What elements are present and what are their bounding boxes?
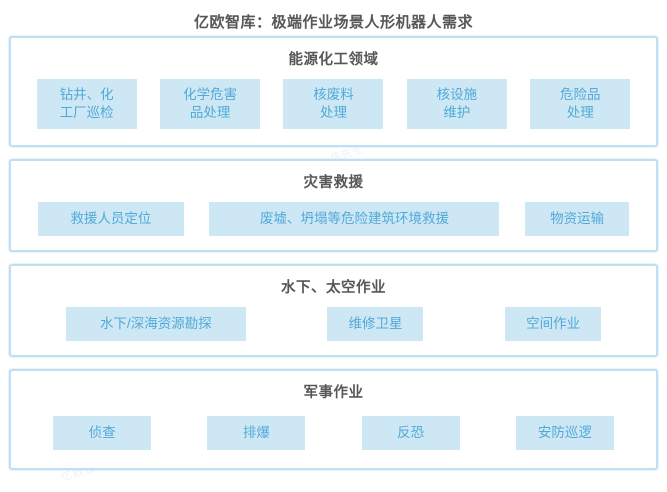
section-items-energy: 钻井、化 工厂巡检 化学危害 品处理 核废料 处理 核设施 维护 危险品 处理 — [11, 71, 656, 145]
item-chip[interactable]: 化学危害 品处理 — [160, 79, 261, 129]
item-chip[interactable]: 水下/深海资源勘探 — [65, 307, 246, 341]
section-title-military: 军事作业 — [303, 385, 364, 401]
diagram-board: 能源化工领域 钻井、化 工厂巡检 化学危害 品处理 核废料 处理 核设施 维护 … — [0, 36, 667, 482]
item-chip[interactable]: 维修卫星 — [327, 307, 424, 341]
item-chip[interactable]: 空间作业 — [505, 307, 602, 341]
section-title-space: 水下、太空作业 — [281, 280, 386, 296]
item-chip[interactable]: 救援人员定位 — [37, 202, 184, 236]
item-chip[interactable]: 核设施 维护 — [406, 79, 507, 129]
item-chip[interactable]: 钻井、化 工厂巡检 — [36, 79, 137, 129]
section-title-energy: 能源化工领域 — [288, 52, 379, 68]
item-chip[interactable]: 排爆 — [207, 416, 306, 450]
item-chip[interactable]: 侦查 — [53, 416, 152, 450]
item-chip[interactable]: 反恐 — [361, 416, 460, 450]
section-items-space: 水下/深海资源勘探 维修卫星 空间作业 — [11, 299, 656, 355]
section-title-disaster: 灾害救援 — [303, 175, 364, 191]
section-items-disaster: 救援人员定位 废墟、坍塌等危险建筑环境救援 物资运输 — [11, 194, 656, 250]
section-card-disaster: 灾害救援 救援人员定位 废墟、坍塌等危险建筑环境救援 物资运输 — [9, 159, 658, 252]
item-chip[interactable]: 废墟、坍塌等危险建筑环境救援 — [209, 202, 500, 236]
section-items-military: 侦查 排爆 反恐 安防巡逻 — [11, 404, 656, 468]
section-card-military: 军事作业 侦查 排爆 反恐 安防巡逻 — [9, 369, 658, 470]
section-card-energy: 能源化工领域 钻井、化 工厂巡检 化学危害 品处理 核废料 处理 核设施 维护 … — [9, 36, 658, 147]
item-chip[interactable]: 核废料 处理 — [283, 79, 384, 129]
item-chip[interactable]: 危险品 处理 — [530, 79, 631, 129]
item-chip[interactable]: 安防巡逻 — [515, 416, 614, 450]
page-title: 亿欧智库：极端作业场景人形机器人需求 — [193, 14, 473, 31]
section-card-space: 水下、太空作业 水下/深海资源勘探 维修卫星 空间作业 — [9, 264, 658, 357]
item-chip[interactable]: 物资运输 — [525, 202, 630, 236]
